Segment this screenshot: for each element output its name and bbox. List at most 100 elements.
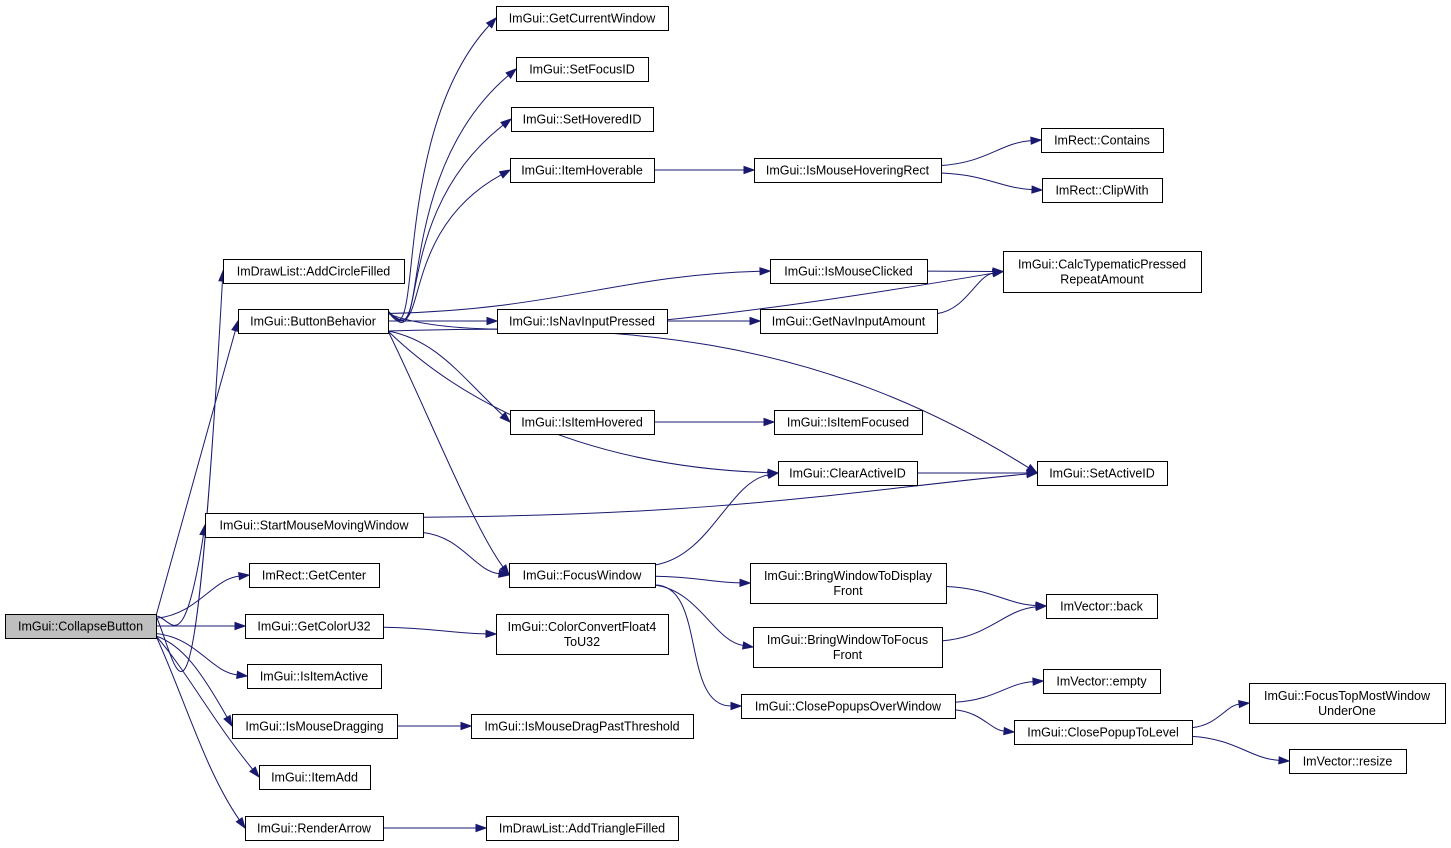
- node-box: [232, 714, 398, 739]
- node-set-hovered-id[interactable]: ImGui::SetHoveredID: [511, 107, 654, 132]
- edge-arrowhead: [499, 564, 510, 577]
- node-label: ImDrawList::AddTriangleFilled: [499, 822, 665, 836]
- node-set-focus-id[interactable]: ImGui::SetFocusID: [516, 57, 649, 82]
- node-get-center[interactable]: ImRect::GetCenter: [249, 563, 380, 588]
- node-add-circle-filled[interactable]: ImDrawList::AddCircleFilled: [223, 259, 405, 284]
- edge-is-nav-input-pressed-to-get-nav-input-amount: [667, 316, 762, 326]
- node-get-nav-input-amount[interactable]: ImGui::GetNavInputAmount: [760, 309, 938, 334]
- edge-line: [1191, 735, 1280, 761]
- node-item-hoverable[interactable]: ImGui::ItemHoverable: [510, 158, 655, 183]
- node-label: ImGui::GetCurrentWindow: [509, 12, 657, 26]
- node-button-behavior[interactable]: ImGui::ButtonBehavior: [238, 309, 389, 334]
- node-label: ImGui::GetColorU32: [257, 620, 370, 634]
- edge-arrowhead: [236, 670, 249, 679]
- node-label: ImGui::SetHoveredID: [523, 113, 642, 127]
- node-label: ImGui::SetFocusID: [529, 63, 635, 77]
- edge-arrowhead: [743, 165, 756, 175]
- node-box: [753, 627, 943, 668]
- edge-arrowhead: [231, 319, 240, 333]
- node-box: [247, 664, 382, 689]
- edge-start-mouse-moving-to-focus-window: [422, 532, 511, 578]
- edge-arrowhead: [766, 470, 780, 480]
- node-label: ImGui::SetActiveID: [1049, 467, 1155, 481]
- node-box: [760, 309, 938, 334]
- node-is-nav-input-pressed[interactable]: ImGui::IsNavInputPressed: [497, 309, 668, 334]
- node-render-arrow[interactable]: ImGui::RenderArrow: [245, 816, 384, 841]
- edge-arrowhead: [485, 629, 498, 639]
- node-set-active-id[interactable]: ImGui::SetActiveID: [1037, 461, 1168, 486]
- node-is-mouse-clicked[interactable]: ImGui::IsMouseClicked: [770, 259, 928, 284]
- node-box: [511, 107, 654, 132]
- node-label: ImGui::IsMouseDragging: [245, 720, 383, 734]
- edge-arrowhead: [1031, 185, 1044, 194]
- node-label: Front: [833, 584, 863, 598]
- edge-collapse-to-start-mouse-moving: [155, 523, 208, 626]
- node-collapse[interactable]: ImGui::CollapseButton: [5, 614, 157, 639]
- node-rect-clip-with[interactable]: ImRect::ClipWith: [1042, 178, 1163, 203]
- edge-arrowhead: [1032, 677, 1045, 686]
- node-label: ImGui::IsMouseClicked: [784, 265, 913, 279]
- node-is-mouse-hovering-rect[interactable]: ImGui::IsMouseHoveringRect: [754, 158, 942, 183]
- node-is-item-hovered[interactable]: ImGui::IsItemHovered: [510, 410, 655, 435]
- edge-line: [155, 633, 238, 676]
- node-vector-resize[interactable]: ImVector::resize: [1289, 749, 1407, 774]
- node-vector-empty[interactable]: ImVector::empty: [1043, 669, 1161, 694]
- node-get-color-u32[interactable]: ImGui::GetColorU32: [245, 614, 384, 639]
- edge-line: [422, 473, 1028, 518]
- edge-button-behavior-to-clear-active-id: [387, 330, 780, 477]
- node-rect-contains[interactable]: ImRect::Contains: [1041, 128, 1164, 153]
- node-box: [1003, 251, 1202, 293]
- node-label: ImGui::IsItemHovered: [521, 416, 643, 430]
- node-close-popup-to-level[interactable]: ImGui::ClosePopupToLevel: [1014, 720, 1193, 745]
- node-box: [750, 563, 947, 604]
- edge-line: [387, 330, 504, 416]
- node-add-triangle-filled[interactable]: ImDrawList::AddTriangleFilled: [486, 816, 679, 841]
- edge-arrowhead: [234, 621, 247, 631]
- node-label: ToU32: [564, 635, 600, 649]
- node-clear-active-id[interactable]: ImGui::ClearActiveID: [778, 461, 918, 486]
- edge-arrowhead: [749, 316, 762, 326]
- node-box: [259, 765, 371, 790]
- node-label: ImGui::ColorConvertFloat4: [508, 620, 657, 634]
- node-is-item-active[interactable]: ImGui::IsItemActive: [247, 664, 382, 689]
- node-box: [510, 410, 655, 435]
- node-vector-back[interactable]: ImVector::back: [1046, 594, 1158, 619]
- edge-arrowhead: [763, 417, 776, 427]
- nodes-layer: ImGui::CollapseButton ImDrawList::AddCirc…: [5, 6, 1446, 841]
- edge-arrowhead: [475, 823, 488, 833]
- edge-bring-to-display-front-to-vector-back: [945, 585, 1048, 610]
- edge-close-popups-over-to-close-popup-to-level: [954, 709, 1016, 736]
- edge-arrowhead: [759, 267, 772, 276]
- node-label: ImGui::CalcTypematicPressed: [1018, 258, 1186, 272]
- edge-arrowhead: [741, 641, 755, 650]
- edge-line: [387, 330, 504, 568]
- edge-line: [155, 330, 236, 617]
- node-box: [496, 6, 669, 31]
- node-box: [510, 158, 655, 183]
- node-close-popups-over[interactable]: ImGui::ClosePopupsOverWindow: [741, 694, 956, 719]
- node-focus-window[interactable]: ImGui::FocusWindow: [509, 563, 656, 588]
- node-is-mouse-dragging[interactable]: ImGui::IsMouseDragging: [232, 714, 398, 739]
- node-is-item-focused[interactable]: ImGui::IsItemFocused: [774, 410, 923, 435]
- edge-arrowhead: [1278, 756, 1291, 765]
- edge-get-color-u32-to-color-convert: [382, 626, 498, 639]
- edge-arrowhead: [991, 269, 1005, 278]
- edge-button-behavior-to-set-focus-id: [387, 68, 518, 323]
- edge-line: [940, 172, 1033, 191]
- node-item-add[interactable]: ImGui::ItemAdd: [259, 765, 371, 790]
- node-label: ImGui::BringWindowToDisplay: [764, 569, 933, 583]
- node-label: ImRect::GetCenter: [262, 569, 366, 583]
- node-is-mouse-drag-past[interactable]: ImGui::IsMouseDragPastThreshold: [471, 714, 694, 739]
- edge-arrowhead: [730, 701, 743, 711]
- node-start-mouse-moving[interactable]: ImGui::StartMouseMovingWindow: [205, 513, 424, 538]
- edge-collapse-to-render-arrow: [155, 635, 246, 830]
- edge-arrowhead: [1035, 602, 1048, 612]
- node-get-current-window[interactable]: ImGui::GetCurrentWindow: [496, 6, 669, 31]
- node-label: ImDrawList::AddCircleFilled: [237, 265, 391, 279]
